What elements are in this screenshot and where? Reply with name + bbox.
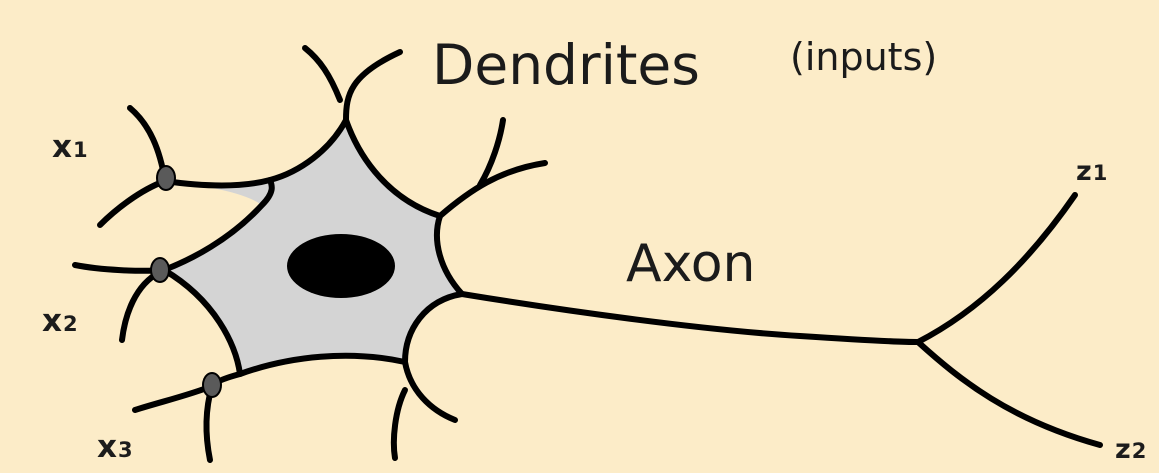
dendrite-x1: [165, 180, 270, 185]
dendrite-bottom: [394, 390, 405, 458]
input-x2-label: x2: [42, 306, 78, 337]
dendrite-top-left-branch: [305, 48, 340, 100]
synapse-x2: [151, 258, 169, 282]
axon: [462, 294, 918, 342]
input-x3-label: x3: [97, 432, 133, 463]
output-z2-label: z2: [1115, 436, 1146, 463]
inputs-label: (inputs): [790, 38, 937, 76]
axon-label: Axon: [626, 238, 756, 290]
axon-branch-z1: [918, 195, 1075, 342]
output-z1-label: z1: [1076, 158, 1107, 185]
synapse-x3: [203, 373, 221, 397]
dendrite-lower-right-tail: [405, 362, 455, 420]
input-x1-label: x1: [52, 132, 88, 163]
dendrite-x1-down: [100, 181, 165, 225]
synapse-x1: [157, 166, 175, 190]
axon-branch-z2: [918, 342, 1100, 445]
dendrite-top: [346, 52, 400, 120]
dendrite-x3: [135, 374, 240, 410]
dendrites-label: Dendrites: [432, 38, 700, 93]
dendrite-upper-right: [440, 163, 545, 216]
dendrite-x2-down: [122, 272, 160, 340]
nucleus: [287, 234, 395, 298]
